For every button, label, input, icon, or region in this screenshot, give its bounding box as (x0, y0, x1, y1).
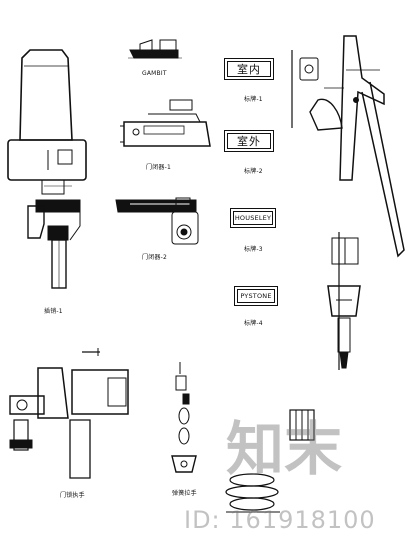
watermark-logo: 知末 (226, 415, 343, 483)
plate-indoor: 室内 (224, 58, 274, 80)
caption-lock: 门锁执手 (60, 492, 85, 499)
latch-top (128, 39, 182, 59)
plate-pystone-text: PYSTONE (240, 292, 272, 300)
plate-indoor-text: 室内 (237, 63, 261, 76)
spring-handle (225, 409, 315, 513)
caption-closer-2: 门闭器-2 (142, 254, 167, 261)
vertical-latch (327, 232, 361, 370)
chain-pull (171, 362, 197, 473)
door-stop-elevation (7, 49, 87, 289)
caption-chain: 弹簧拉手 (172, 490, 197, 497)
door-closer (120, 99, 211, 147)
caption-bolt-1: 插销-1 (44, 308, 63, 315)
plate-outdoor: 室外 (224, 130, 274, 152)
caption-plate-3: 标牌-3 (244, 246, 263, 253)
caption-plate-4: 标牌-4 (244, 320, 263, 327)
plate-houseley-text: HOUSELEY (234, 214, 272, 222)
plate-pystone: PYSTONE (234, 286, 278, 306)
lever-lock (9, 348, 129, 479)
closer-arm (115, 197, 199, 245)
window-handle (291, 35, 405, 258)
caption-gambit: GAMBIT (142, 70, 167, 77)
caption-closer-1: 门闭器-1 (146, 164, 171, 171)
watermark-id: ID: 161918100 (184, 506, 376, 534)
plate-houseley: HOUSELEY (230, 208, 276, 228)
caption-plate-2: 标牌-2 (244, 168, 263, 175)
plate-outdoor-text: 室外 (237, 135, 261, 148)
caption-plate-1: 标牌-1 (244, 96, 263, 103)
